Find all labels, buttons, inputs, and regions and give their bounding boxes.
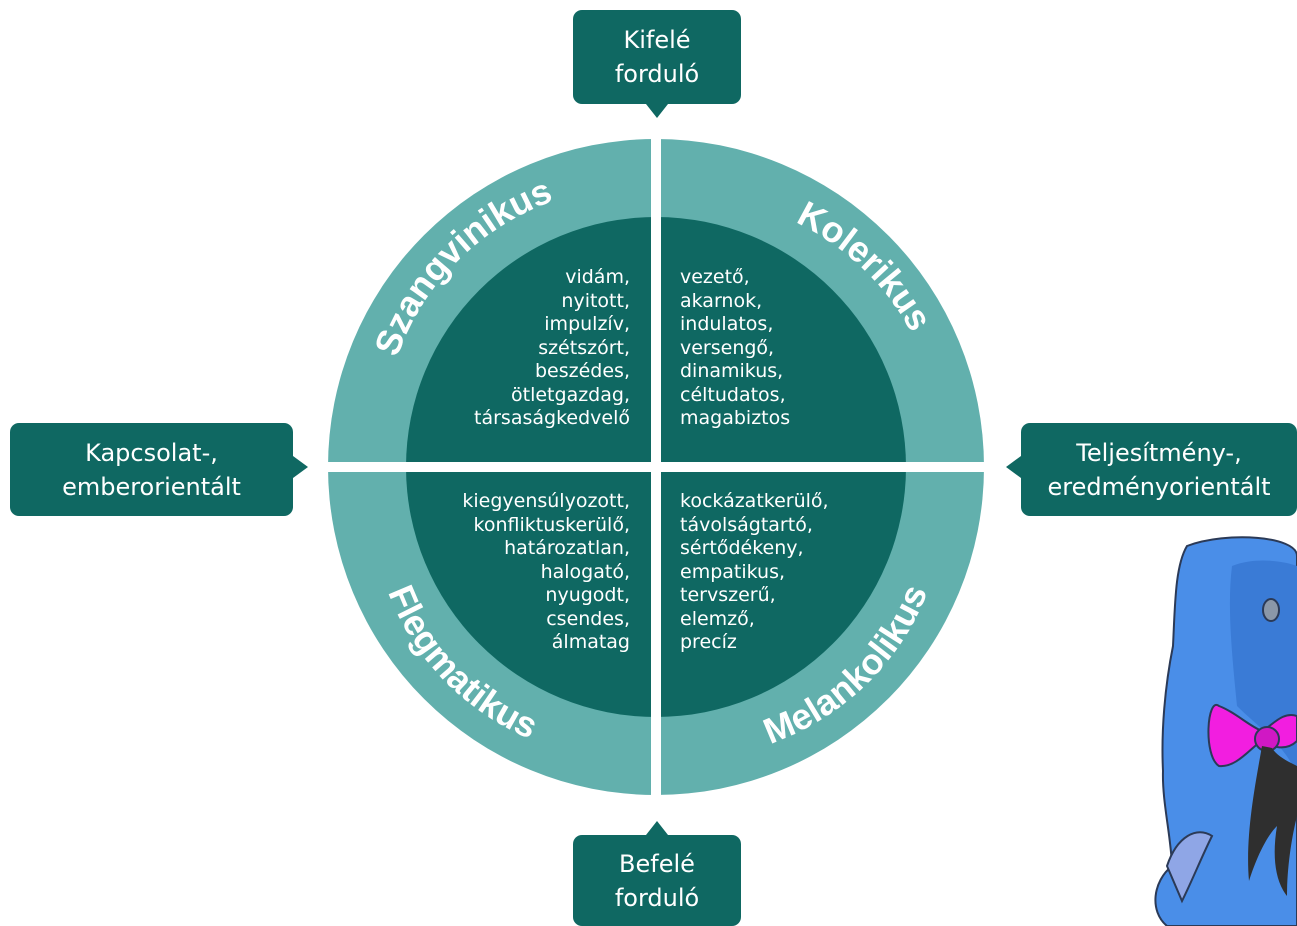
callout-left: Kapcsolat-, emberorientált bbox=[10, 423, 293, 516]
callout-line: emberorientált bbox=[62, 472, 241, 501]
callout-line: Befelé bbox=[619, 849, 695, 878]
trait-item: akarnok, bbox=[680, 289, 763, 312]
trait-item: nyugodt, bbox=[545, 584, 630, 606]
callout-top-pointer bbox=[646, 104, 668, 118]
trait-item: precíz bbox=[680, 631, 737, 653]
trait-item: álmatag bbox=[551, 631, 630, 653]
trait-item: sértődékeny, bbox=[680, 537, 804, 559]
trait-item: távolságtartó, bbox=[680, 513, 813, 536]
trait-item: társaságkedvelő bbox=[474, 407, 630, 429]
trait-item: magabiztos bbox=[680, 407, 791, 429]
traits-bottom-left: kiegyensúlyozott, konfliktuskerülő, hatá… bbox=[462, 490, 630, 655]
trait-item: ötletgazdag, bbox=[511, 383, 630, 406]
callout-line: eredményorientált bbox=[1047, 472, 1271, 501]
trait-item: beszédes, bbox=[535, 360, 630, 382]
callout-line: forduló bbox=[614, 60, 700, 88]
trait-item: céltudatos, bbox=[680, 383, 786, 406]
trait-item: csendes, bbox=[546, 607, 630, 630]
trait-item: impulzív, bbox=[544, 313, 630, 335]
traits-bottom-right: kockázatkerülő, távolságtartó, sértődéke… bbox=[680, 490, 829, 655]
trait-item: kockázatkerülő, bbox=[680, 490, 829, 512]
traits-top-right: vezető, akarnok, indulatos, versengő, di… bbox=[680, 266, 790, 431]
callout-line: Kifelé bbox=[623, 26, 691, 54]
trait-item: vidám, bbox=[565, 266, 630, 288]
trait-item: halogató, bbox=[540, 560, 630, 583]
trait-item: szétszórt, bbox=[538, 336, 630, 359]
trait-item: empatikus, bbox=[680, 560, 786, 583]
trait-item: versengő, bbox=[680, 336, 775, 359]
callout-right: Teljesítmény-, eredményorientált bbox=[1021, 423, 1297, 516]
donkey-eeyore-icon bbox=[1154, 536, 1297, 926]
callout-line: forduló bbox=[614, 883, 700, 912]
callout-line: Kapcsolat-, bbox=[85, 438, 218, 467]
callout-bottom-pointer bbox=[646, 821, 668, 835]
callout-right-pointer bbox=[1006, 456, 1021, 478]
trait-item: elemző, bbox=[680, 607, 755, 630]
horizontal-divider bbox=[318, 462, 994, 472]
traits-top-left: vidám, nyitott, impulzív, szétszórt, bes… bbox=[474, 266, 630, 431]
trait-item: dinamikus, bbox=[680, 360, 784, 382]
trait-item: kiegyensúlyozott, bbox=[462, 490, 630, 512]
trait-item: indulatos, bbox=[680, 313, 774, 335]
callout-top: Kifelé forduló bbox=[573, 10, 741, 104]
trait-item: vezető, bbox=[680, 266, 750, 288]
trait-item: konfliktuskerülő, bbox=[473, 513, 630, 536]
callout-line: Teljesítmény-, bbox=[1076, 438, 1242, 467]
trait-item: határozatlan, bbox=[504, 537, 630, 559]
callout-bottom: Befelé forduló bbox=[573, 835, 741, 926]
callout-left-pointer bbox=[293, 456, 308, 478]
trait-item: nyitott, bbox=[561, 289, 630, 312]
trait-item: tervszerű, bbox=[680, 584, 776, 606]
